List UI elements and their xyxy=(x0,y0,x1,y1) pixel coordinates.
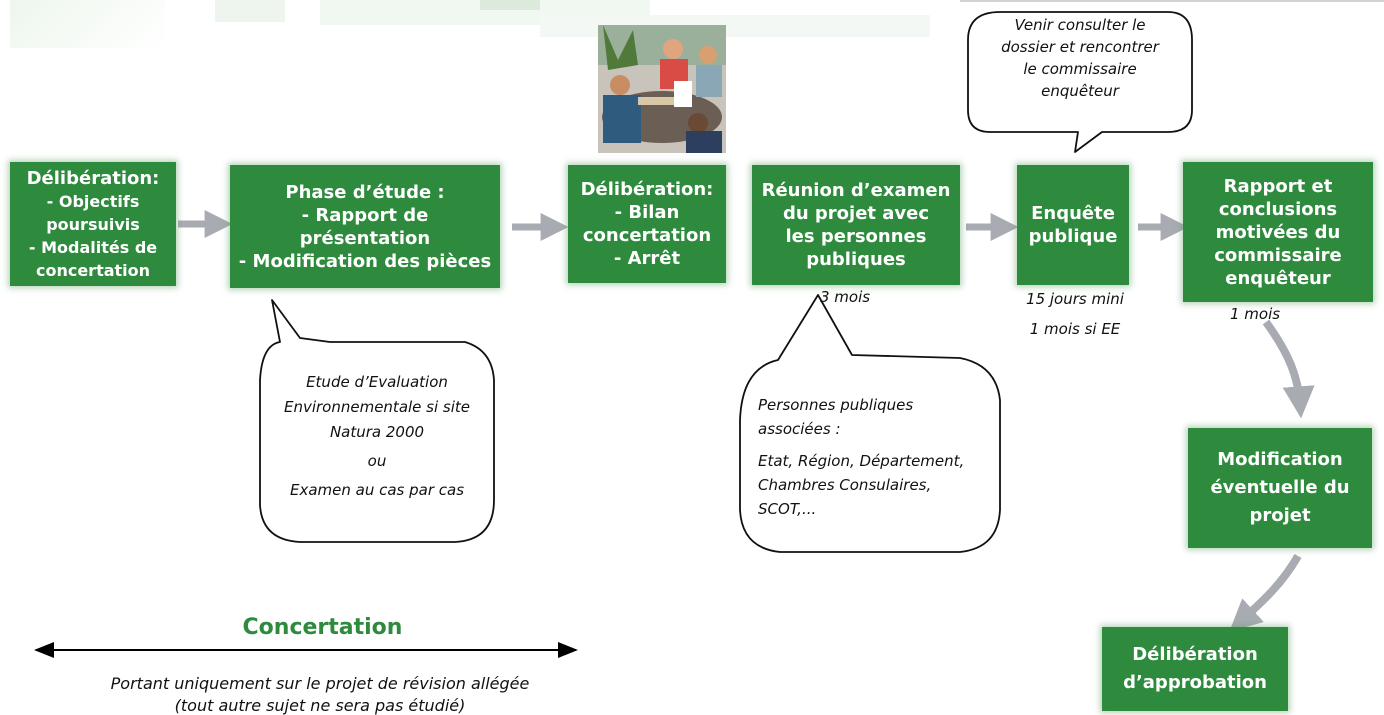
meeting-illustration xyxy=(598,25,726,153)
duration-rapport: 1 mois xyxy=(1230,305,1281,323)
step-modification-projet: Modification éventuelle du projet xyxy=(1188,428,1372,548)
bubble-evaluation-text: Etude d’Evaluation Environnementale si s… xyxy=(283,373,471,499)
step-deliberation-bilan: Délibération: - Bilan concertation - Arr… xyxy=(568,165,726,283)
bubble-personnes-text: Personnes publiques associées : Etat, Ré… xyxy=(758,396,965,518)
duration-enquete-ee: 1 mois si EE xyxy=(1029,320,1121,338)
bubble-evaluation-shape xyxy=(259,299,495,543)
step-phase-etude: Phase d’étude : - Rapport de présentatio… xyxy=(230,165,500,288)
concertation-caption-2: (tout autre sujet ne sera pas étudié) xyxy=(174,696,466,715)
step-enquete-publique: Enquête publique xyxy=(1017,165,1129,285)
bubble-commissaire-shape xyxy=(967,11,1193,153)
arrow-5 xyxy=(1262,319,1315,419)
duration-reunion: 3 mois xyxy=(820,288,871,306)
step-rapport-conclusions: Rapport et conclusions motivées du commi… xyxy=(1183,162,1373,302)
step-deliberation-initiale: Délibération: - Objectifs poursuivis - M… xyxy=(10,162,176,286)
bubble-commissaire-text: Venir consulter le dossier et rencontrer… xyxy=(1001,16,1159,100)
concertation-title: Concertation xyxy=(242,615,403,640)
concertation-caption-1: Portant uniquement sur le projet de révi… xyxy=(110,674,530,693)
duration-enquete-min: 15 jours mini xyxy=(1026,290,1124,308)
bubble-personnes-shape xyxy=(739,294,1001,553)
step-deliberation-approbation: Délibération d’approbation xyxy=(1102,627,1288,711)
arrow-6 xyxy=(1229,554,1302,632)
step-reunion-examen: Réunion d’examen du projet avec les pers… xyxy=(752,165,960,285)
